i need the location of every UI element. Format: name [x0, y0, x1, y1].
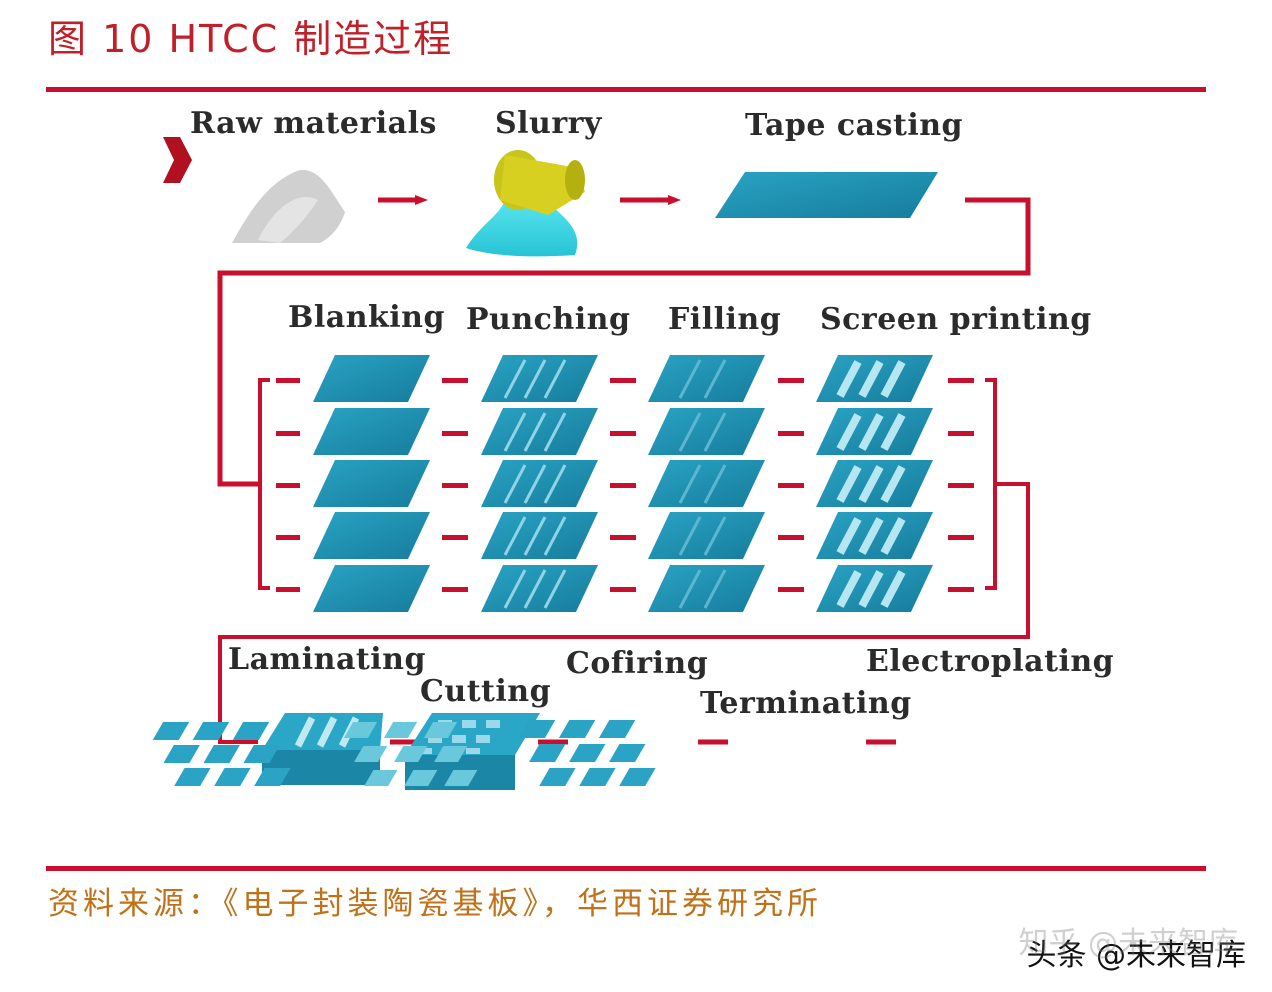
label-blanking: Blanking [288, 300, 445, 335]
label-slurry: Slurry [495, 106, 602, 141]
terminated-pieces [343, 722, 478, 786]
blanking-stack [313, 355, 430, 612]
slurry-bucket-icon [466, 150, 585, 257]
tape-cast-sheet [715, 172, 938, 218]
watermark: 知乎 @未来智库 头条 @未来智库 [1018, 926, 1246, 974]
right-bracket [985, 378, 997, 590]
label-terminating: Terminating [700, 686, 912, 721]
source-note: 资料来源：《电子封装陶瓷基板》，华西证券研究所 [48, 886, 822, 922]
cofired-pieces [152, 722, 291, 786]
filling-stack [648, 355, 765, 612]
screen-printing-stack [816, 355, 933, 612]
figure-title: 图 10 HTCC 制造过程 [48, 17, 454, 61]
label-tape-casting: Tape casting [745, 108, 964, 143]
label-filling: Filling [668, 302, 782, 337]
label-laminating: Laminating [228, 642, 426, 677]
label-punching: Punching [466, 302, 631, 337]
start-arrow-icon [163, 137, 192, 183]
label-electroplating: Electroplating [866, 644, 1115, 679]
electroplated-pieces [518, 720, 656, 786]
watermark-ghost: 知乎 @未来智库 [1018, 926, 1238, 961]
top-rule [46, 87, 1206, 92]
label-screen-printing: Screen printing [820, 302, 1092, 337]
left-bracket [258, 378, 270, 590]
stack-arrows [276, 378, 974, 592]
label-cutting: Cutting [420, 674, 552, 709]
watermark-main: 头条 @未来智库 [1026, 938, 1246, 973]
label-raw-materials: Raw materials [190, 106, 437, 141]
punching-stack [481, 355, 598, 612]
row1-connectors [217, 197, 1031, 487]
bottom-rule [46, 866, 1206, 871]
label-cofiring: Cofiring [566, 646, 709, 681]
